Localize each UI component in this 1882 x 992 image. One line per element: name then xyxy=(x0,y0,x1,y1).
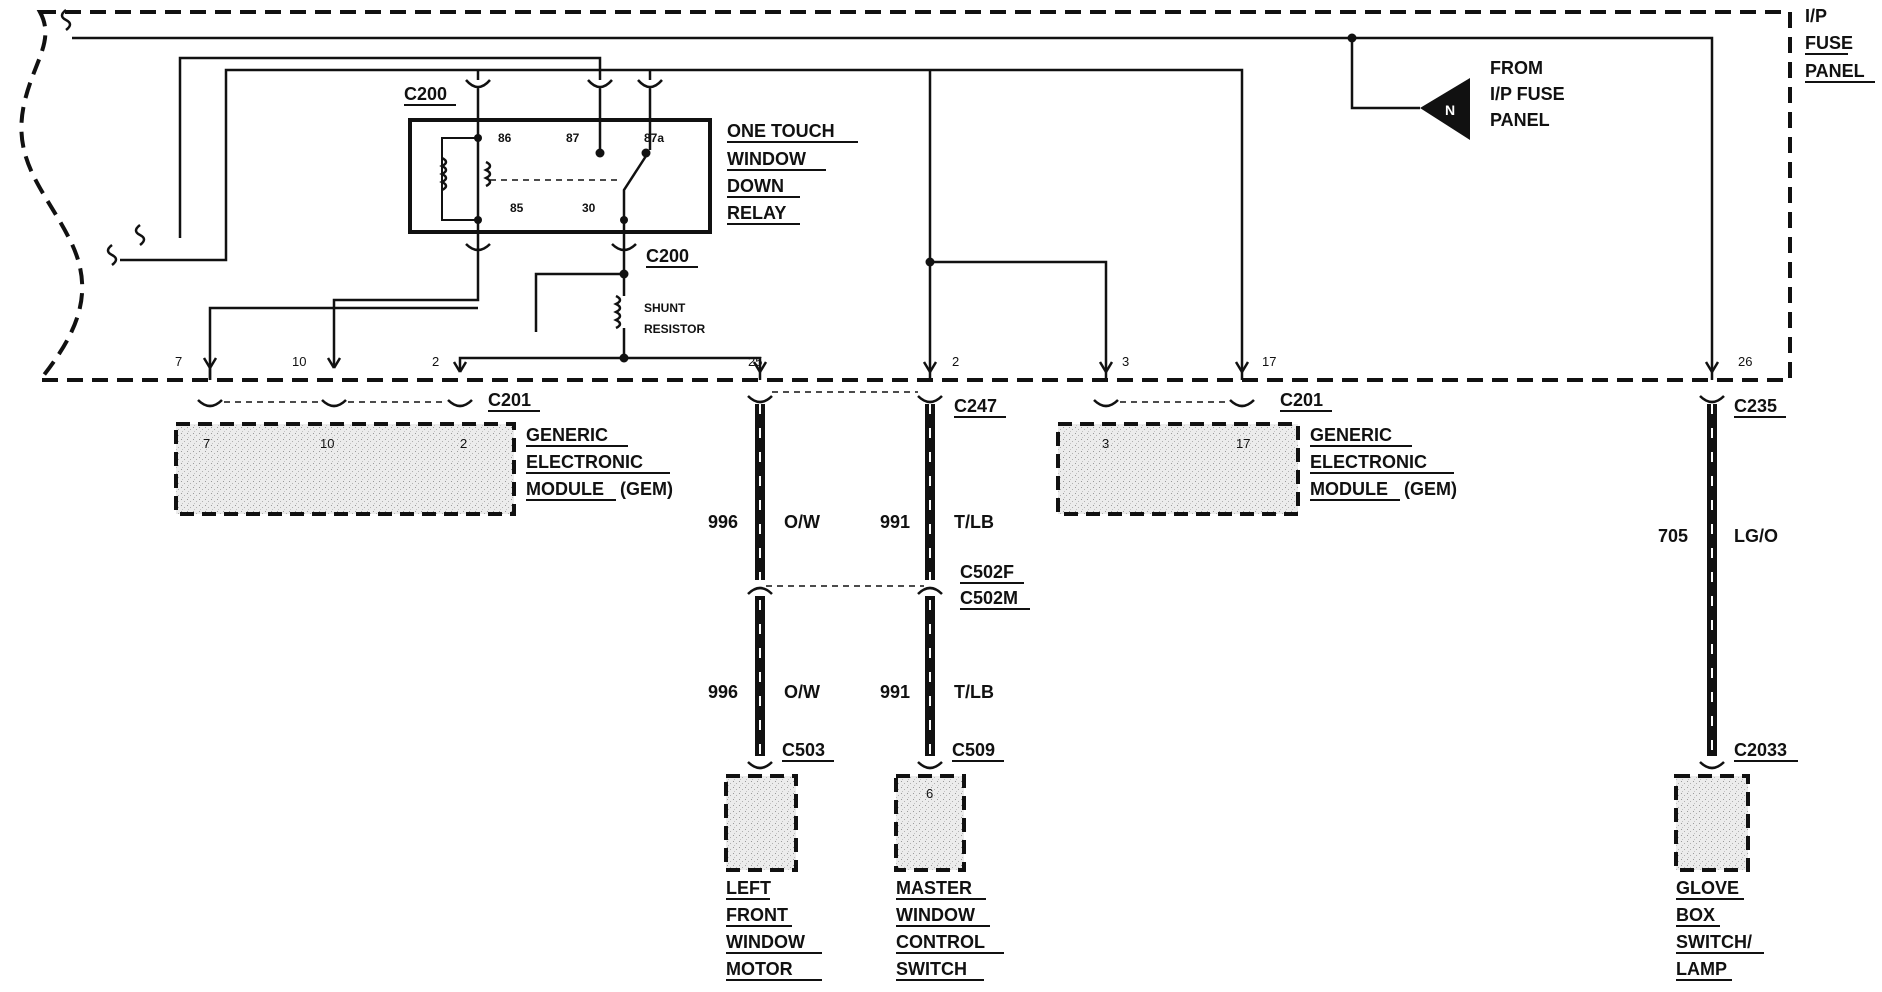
svg-text:C509: C509 xyxy=(952,740,995,760)
source-triangle: N xyxy=(1420,78,1470,140)
svg-text:7: 7 xyxy=(203,436,210,451)
svg-text:C247: C247 xyxy=(954,396,997,416)
svg-text:7: 7 xyxy=(175,354,182,369)
svg-text:85: 85 xyxy=(510,201,524,215)
svg-text:GENERIC: GENERIC xyxy=(526,425,608,445)
svg-text:O/W: O/W xyxy=(784,512,820,532)
svg-text:991: 991 xyxy=(880,682,910,702)
svg-text:30: 30 xyxy=(582,201,596,215)
harness-705: C235 705 LG/O C2033 xyxy=(1658,395,1798,770)
svg-text:C502F: C502F xyxy=(960,562,1014,582)
master-window-control-switch: 6 MASTER WINDOW CONTROL SWITCH xyxy=(894,774,1004,981)
shunt-resistor-label: SHUNT RESISTOR xyxy=(644,301,705,336)
svg-text:T/LB: T/LB xyxy=(954,682,994,702)
svg-text:ONE TOUCH: ONE TOUCH xyxy=(727,121,835,141)
svg-text:RELAY: RELAY xyxy=(727,203,786,223)
svg-text:PANEL: PANEL xyxy=(1490,110,1550,130)
svg-text:C201: C201 xyxy=(1280,390,1323,410)
svg-text:C200: C200 xyxy=(646,246,689,266)
svg-text:C502M: C502M xyxy=(960,588,1018,608)
svg-text:C201: C201 xyxy=(488,390,531,410)
svg-text:C503: C503 xyxy=(782,740,825,760)
panel-lower-wiring xyxy=(208,250,762,380)
svg-text:WINDOW: WINDOW xyxy=(727,149,806,169)
glove-box-switch-lamp: GLOVE BOX SWITCH/ LAMP xyxy=(1674,774,1764,981)
svg-text:T/LB: T/LB xyxy=(954,512,994,532)
svg-text:991: 991 xyxy=(880,512,910,532)
svg-text:SWITCH/: SWITCH/ xyxy=(1676,932,1752,952)
panel-pin-numbers: 7 10 2 25 2 3 17 26 xyxy=(175,354,1752,369)
svg-text:LAMP: LAMP xyxy=(1676,959,1727,979)
svg-text:C2033: C2033 xyxy=(1734,740,1787,760)
svg-text:RESISTOR: RESISTOR xyxy=(644,322,705,336)
svg-text:ELECTRONIC: ELECTRONIC xyxy=(526,452,643,472)
svg-text:MODULE: MODULE xyxy=(1310,479,1388,499)
svg-text:26: 26 xyxy=(1738,354,1752,369)
svg-text:87a: 87a xyxy=(644,131,664,145)
c200-top-connector: C200 xyxy=(404,79,663,126)
wire-break-symbols xyxy=(60,9,146,266)
svg-text:10: 10 xyxy=(292,354,306,369)
svg-text:SWITCH: SWITCH xyxy=(896,959,967,979)
c200-bottom-connector: C200 xyxy=(465,236,698,268)
svg-text:ELECTRONIC: ELECTRONIC xyxy=(1310,452,1427,472)
svg-text:MODULE: MODULE xyxy=(526,479,604,499)
svg-text:MOTOR: MOTOR xyxy=(726,959,793,979)
panel-wiring xyxy=(72,33,1714,380)
svg-text:996: 996 xyxy=(708,512,738,532)
svg-text:CONTROL: CONTROL xyxy=(896,932,985,952)
gem-right-module: C201 3 17 GENERIC ELECTRONIC MODULE (GEM… xyxy=(1056,390,1457,516)
svg-text:705: 705 xyxy=(1658,526,1688,546)
svg-text:I/P: I/P xyxy=(1805,6,1827,26)
svg-text:FROM: FROM xyxy=(1490,58,1543,78)
svg-text:WINDOW: WINDOW xyxy=(726,932,805,952)
panel-pin-arrows xyxy=(202,357,1720,380)
left-front-window-motor: LEFT FRONT WINDOW MOTOR xyxy=(724,774,822,981)
svg-text:17: 17 xyxy=(1262,354,1276,369)
svg-text:I/P FUSE: I/P FUSE xyxy=(1490,84,1565,104)
svg-text:DOWN: DOWN xyxy=(727,176,784,196)
svg-text:6: 6 xyxy=(926,786,933,801)
svg-text:LEFT: LEFT xyxy=(726,878,771,898)
svg-text:O/W: O/W xyxy=(784,682,820,702)
fuse-panel-boundary xyxy=(19,10,1792,382)
from-fuse-panel-label: FROM I/P FUSE PANEL xyxy=(1490,58,1565,130)
svg-text:996: 996 xyxy=(708,682,738,702)
svg-text:WINDOW: WINDOW xyxy=(896,905,975,925)
svg-text:25: 25 xyxy=(748,354,762,369)
svg-text:GENERIC: GENERIC xyxy=(1310,425,1392,445)
svg-text:87: 87 xyxy=(566,131,580,145)
fuse-panel-label: I/P FUSE PANEL xyxy=(1805,6,1875,83)
one-touch-relay: 86 87 87a 85 30 xyxy=(408,118,712,236)
svg-text:3: 3 xyxy=(1122,354,1129,369)
gem-left-module: C201 7 10 2 GENERIC ELECTRONIC MODULE (G… xyxy=(174,390,673,516)
svg-text:BOX: BOX xyxy=(1676,905,1715,925)
svg-text:FRONT: FRONT xyxy=(726,905,788,925)
svg-text:C200: C200 xyxy=(404,84,447,104)
svg-text:GLOVE: GLOVE xyxy=(1676,878,1739,898)
svg-text:10: 10 xyxy=(320,436,334,451)
svg-text:3: 3 xyxy=(1102,436,1109,451)
svg-text:N: N xyxy=(1445,102,1455,118)
relay-name-label: ONE TOUCH WINDOW DOWN RELAY xyxy=(727,121,858,225)
svg-text:FUSE: FUSE xyxy=(1805,33,1853,53)
svg-text:SHUNT: SHUNT xyxy=(644,301,686,315)
svg-text:86: 86 xyxy=(498,131,512,145)
svg-text:(GEM): (GEM) xyxy=(620,479,673,499)
svg-text:2: 2 xyxy=(460,436,467,451)
svg-text:(GEM): (GEM) xyxy=(1404,479,1457,499)
svg-text:2: 2 xyxy=(432,354,439,369)
svg-text:C235: C235 xyxy=(1734,396,1777,416)
svg-text:LG/O: LG/O xyxy=(1734,526,1778,546)
svg-text:MASTER: MASTER xyxy=(896,878,972,898)
svg-text:PANEL: PANEL xyxy=(1805,61,1865,81)
svg-text:2: 2 xyxy=(952,354,959,369)
svg-text:17: 17 xyxy=(1236,436,1250,451)
harness-996-991: C247 C502F C502M 996 O/W 991 T/LB 996 O/… xyxy=(708,391,1030,770)
